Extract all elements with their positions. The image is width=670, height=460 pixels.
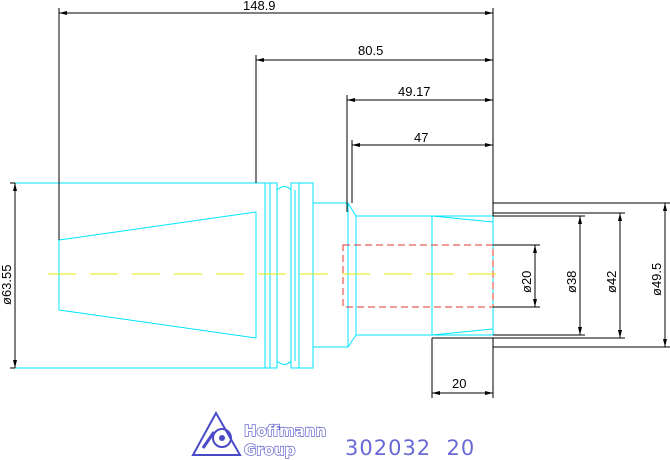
part-outline [14, 182, 494, 369]
dim-overall-length: 148.9 [243, 0, 276, 13]
ring-1 [264, 182, 278, 369]
brand-line1: Hoffmann [244, 422, 326, 440]
hoffmann-logo: Hoffmann Group [191, 410, 327, 460]
dia-63: ø63.55 [0, 265, 14, 305]
taper-cone [58, 211, 257, 339]
flange-body [14, 182, 266, 369]
dia-38: ø38 [564, 271, 579, 293]
dia-49: ø49.5 [649, 263, 664, 296]
arrowheads [13, 11, 667, 395]
collar [312, 202, 349, 348]
logo-mark-icon [191, 410, 242, 456]
dia-20: ø20 [519, 271, 534, 293]
dim-length-49: 49.17 [398, 84, 431, 99]
part-number: 302032 20 [345, 436, 475, 460]
hidden-bore [342, 244, 494, 308]
ring-3 [298, 182, 314, 369]
dimension-lines [10, 8, 670, 398]
brand-line2: Group [244, 441, 296, 459]
shank [347, 202, 494, 348]
dia-42: ø42 [604, 271, 619, 293]
dim-length-47: 47 [414, 130, 428, 145]
dim-bore-depth: 20 [452, 376, 466, 391]
dim-length-80: 80.5 [358, 43, 383, 58]
groove-v [276, 186, 292, 365]
